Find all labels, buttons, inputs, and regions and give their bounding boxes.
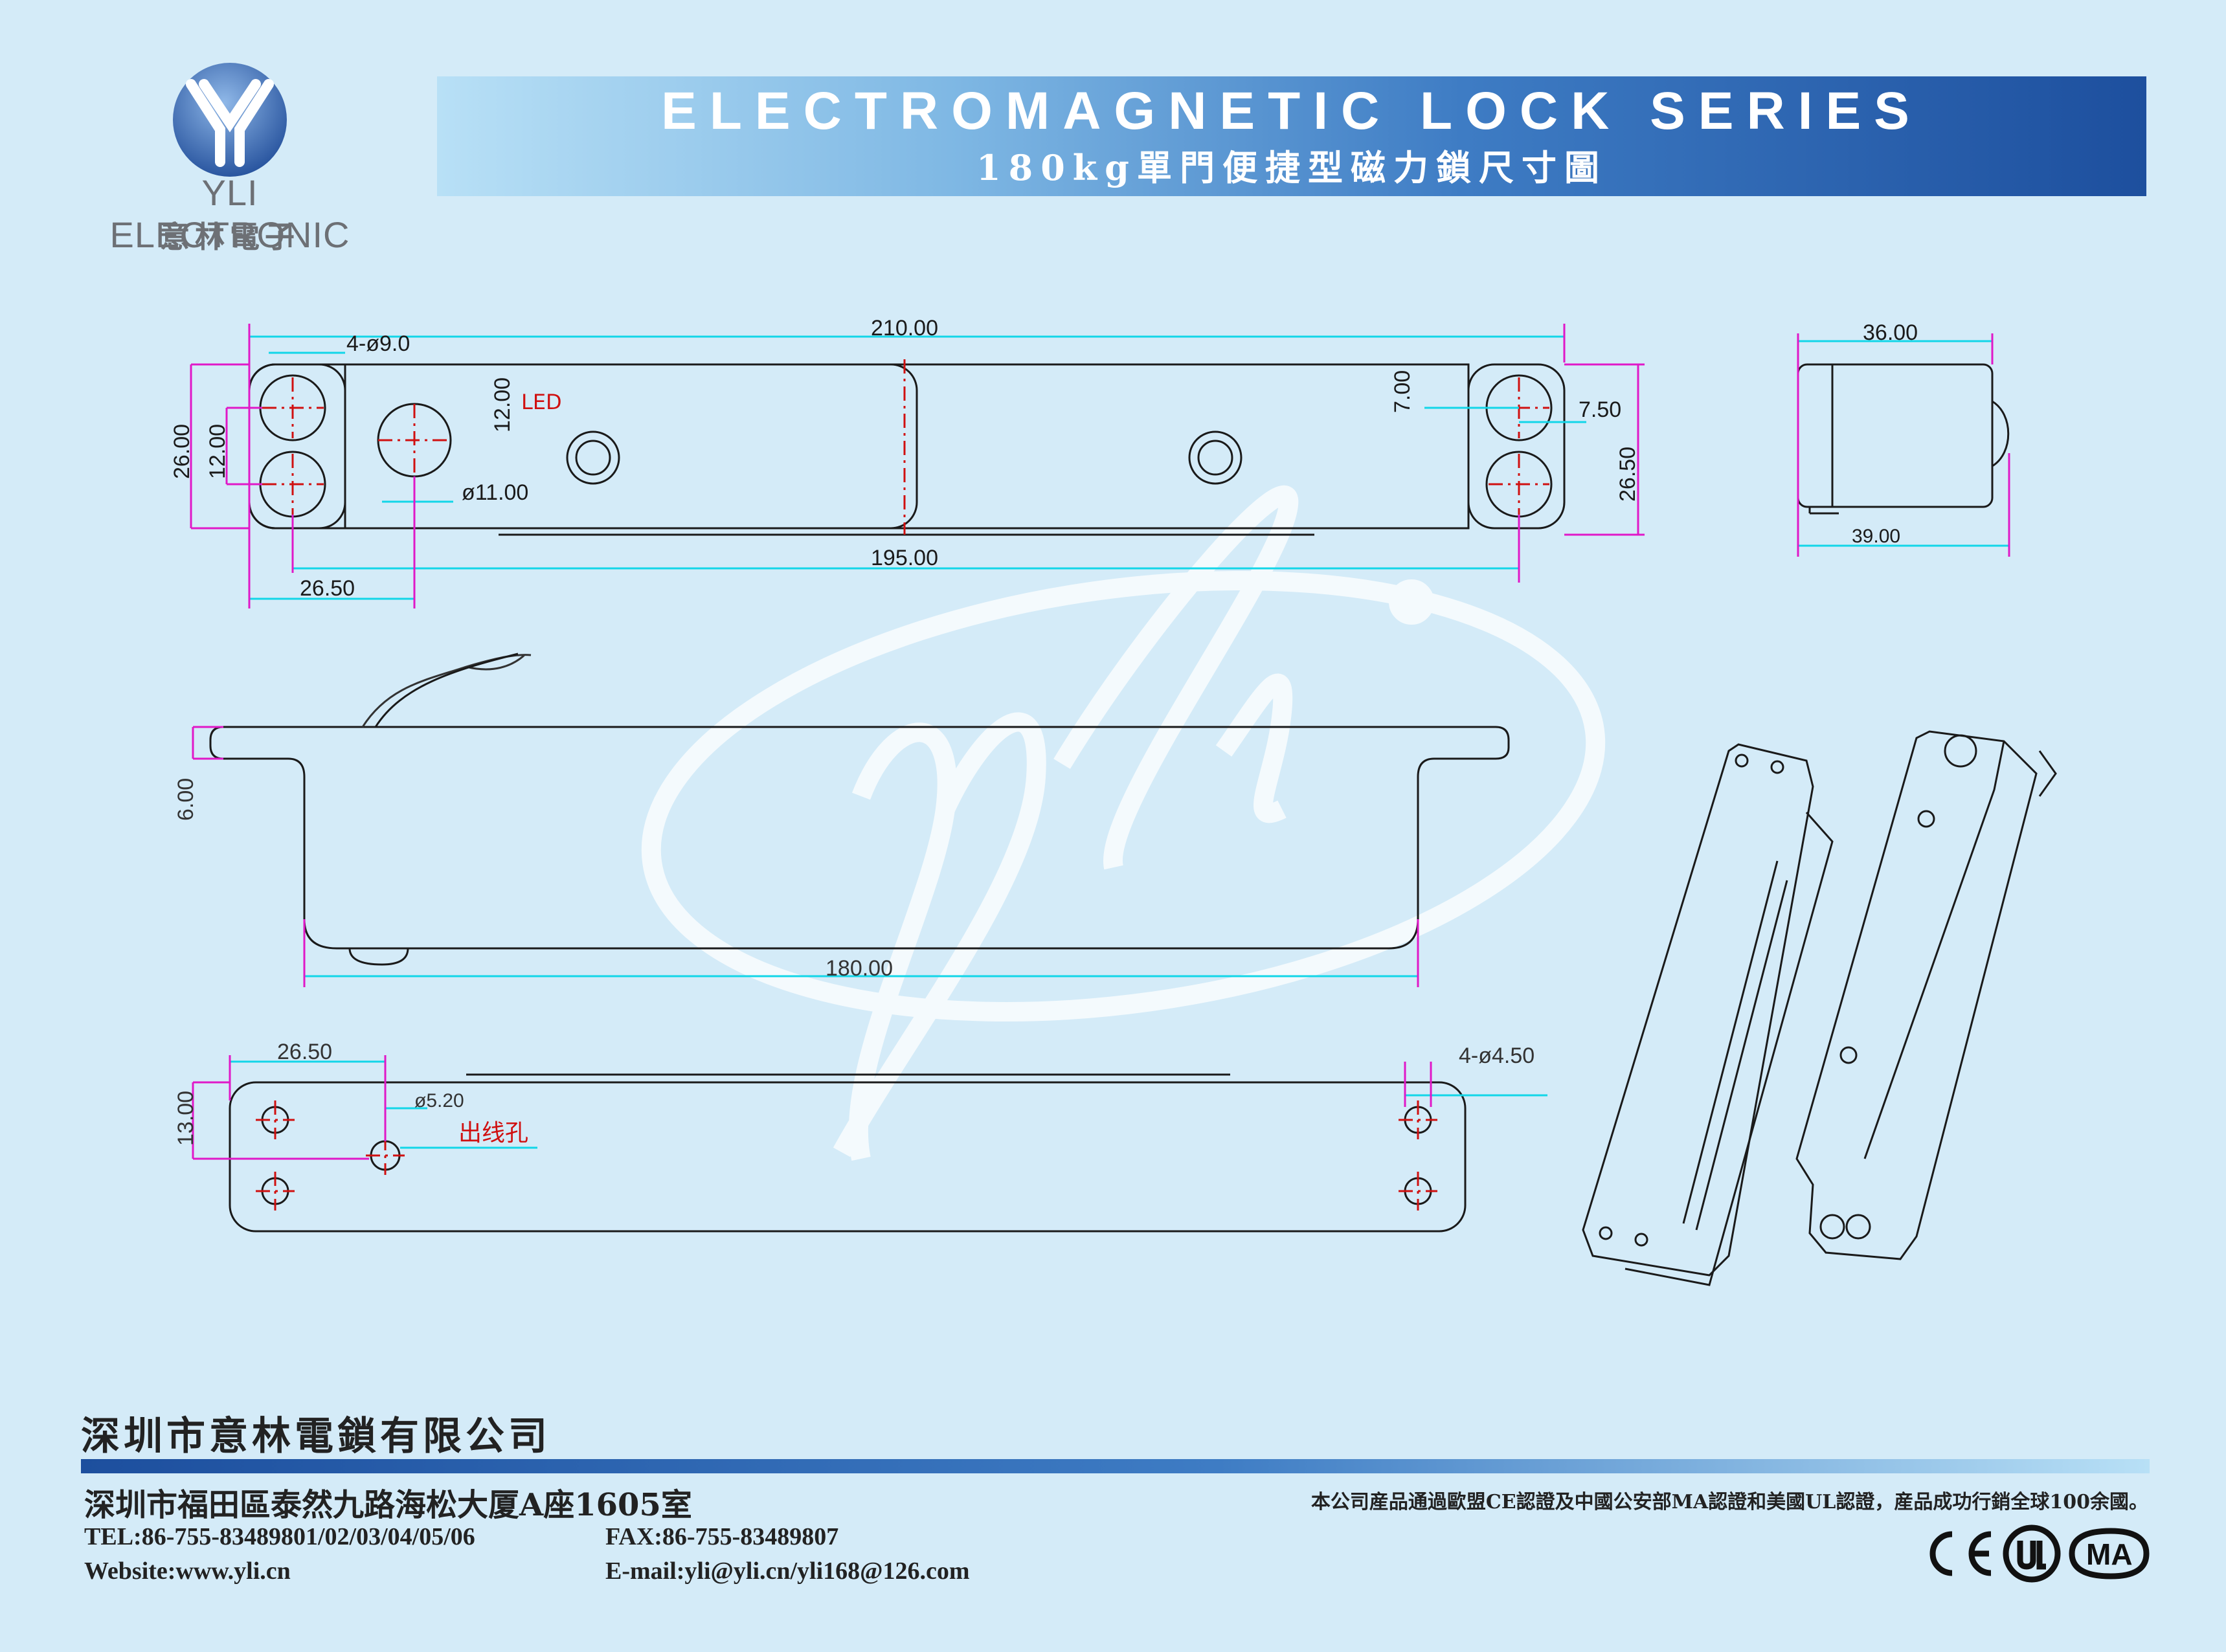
- page-subtitle: 180kg單門便捷型磁力鎖尺寸圖: [976, 147, 1607, 188]
- dim-hole-pitch: 195.00: [871, 546, 938, 570]
- ma-mark-label: MA: [2086, 1537, 2133, 1571]
- dim-side-width-top: 36.00: [1863, 320, 1918, 345]
- cable-hole-label: 出线孔: [458, 1120, 528, 1146]
- phone-number: TEL:86-755-83489801/02/03/04/05/06: [84, 1523, 475, 1550]
- top-view-left-flange: [248, 363, 346, 530]
- side-view-outline: [1797, 363, 1994, 508]
- dim-body-length: 180.00: [826, 956, 893, 981]
- top-view-outline: [248, 363, 918, 530]
- dim-height-right: 26.50: [1615, 447, 1640, 502]
- website-link[interactable]: Website:www.yli.cn: [84, 1557, 291, 1585]
- page-title: ELECTROMAGNETIC LOCK SERIES: [661, 82, 1922, 140]
- dim-led-offset: 12.00: [490, 377, 515, 432]
- email-link[interactable]: E-mail:yli@yli.cn/yli168@126.com: [605, 1557, 970, 1585]
- dim-left-offset: 26.50: [300, 576, 355, 601]
- front-view-outline: [209, 726, 1510, 950]
- dim-bottom-mount-holes: 4-ø4.50: [1459, 1044, 1535, 1068]
- dim-plate-height: 13.00: [174, 1091, 198, 1146]
- screw-icon: [566, 430, 620, 485]
- dim-hole-spacing: 12.00: [205, 424, 230, 479]
- top-view-right-flange: [1467, 363, 1566, 530]
- led-label: LED: [521, 390, 562, 414]
- dim-side-width-bottom: 39.00: [1852, 526, 1900, 547]
- fax-number: FAX:86-755-83489807: [605, 1523, 839, 1550]
- dim-bottom-left-offset: 26.50: [277, 1040, 332, 1064]
- isometric-armature-view: [1795, 730, 2057, 1260]
- certification-marks: MA: [1929, 1524, 2150, 1583]
- company-name: 深圳市意林電鎖有限公司: [81, 1414, 551, 1459]
- dim-height-left: 26.00: [170, 424, 194, 479]
- dim-overall-length: 210.00: [871, 316, 938, 340]
- certification-statement: 本公司産品通過歐盟CE認證及中國公安部MA認證和美國UL認證，産品成功行銷全球1…: [1310, 1491, 2148, 1513]
- yli-logo: [173, 63, 287, 177]
- dim-right-inset: 7.00: [1390, 370, 1415, 413]
- dim-cable-hole: ø5.20: [414, 1090, 464, 1111]
- company-address: 深圳市福田區泰然九路海松大厦A座1605室: [84, 1487, 692, 1523]
- title-banner: [437, 76, 2146, 196]
- screw-icon: [1188, 430, 1242, 485]
- brand-chinese-name: 意林電子: [160, 219, 300, 254]
- yli-watermark: [641, 486, 1606, 1161]
- footer-divider: [81, 1459, 2150, 1473]
- bottom-view-outline: [229, 1081, 1467, 1233]
- dim-flange-height: 6.00: [174, 778, 198, 821]
- dim-right-hole-offset: 7.50: [1579, 397, 1621, 422]
- isometric-magnet-view: [1582, 743, 1834, 1286]
- brand-name: YLI ELECTRONIC: [109, 172, 350, 255]
- top-view-body: [344, 363, 1470, 530]
- dim-mount-holes: 4-ø9.0: [346, 331, 410, 356]
- dim-led-hole: ø11.00: [462, 480, 528, 505]
